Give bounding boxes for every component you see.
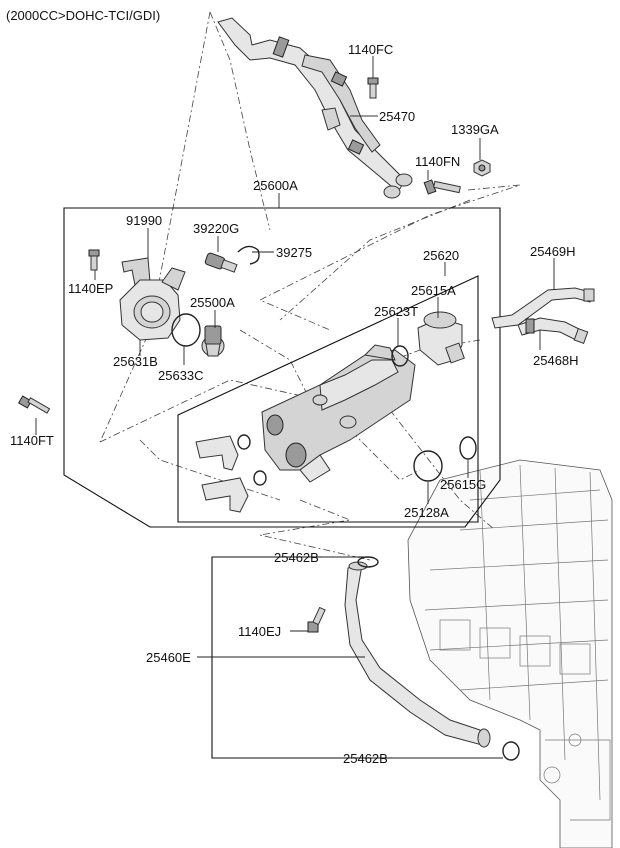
- fitting-25615A: [417, 311, 465, 366]
- thermostat-25500A: [201, 325, 225, 357]
- bolt-1140FN: [423, 179, 461, 195]
- callout-25600A: 25600A: [253, 178, 298, 193]
- callout-25128A: 25128A: [404, 505, 449, 520]
- oring-25462B-top: [357, 556, 379, 568]
- callout-25620: 25620: [423, 248, 459, 263]
- clip-39275: [237, 245, 260, 265]
- callout-25500A: 25500A: [190, 295, 235, 310]
- oring-25623T: [391, 345, 409, 367]
- callout-25470: 25470: [379, 109, 415, 124]
- callout-25615G: 25615G: [440, 477, 486, 492]
- callout-labels: 1140FC 25470 1339GA 1140FN 25600A 91990 …: [10, 42, 579, 766]
- callout-25615A: 25615A: [411, 283, 456, 298]
- callout-25468H: 25468H: [533, 353, 579, 368]
- hose-25469H: [491, 287, 595, 329]
- hose-25468H: [517, 317, 589, 344]
- callout-1140FC: 1140FC: [348, 42, 393, 57]
- callout-39275: 39275: [276, 245, 312, 260]
- callout-1339GA: 1339GA: [451, 122, 499, 137]
- callout-25460E: 25460E: [146, 650, 191, 665]
- callout-25623T: 25623T: [374, 304, 418, 319]
- bolt-1140EP: [88, 249, 100, 271]
- leader-lines: [35, 56, 555, 759]
- thermostat-housing-25631B: [119, 267, 186, 341]
- callout-25631B: 25631B: [113, 354, 158, 369]
- water-pipe-25470: [217, 17, 413, 199]
- callout-25633C: 25633C: [158, 368, 204, 383]
- gasket-25633C: [171, 313, 201, 347]
- sensor-39220G: [204, 252, 238, 273]
- bolt-1140FC: [367, 77, 379, 99]
- callout-1140EJ: 1140EJ: [238, 624, 281, 639]
- bolt-1140EJ: [307, 606, 326, 633]
- callout-1140FN: 1140FN: [415, 154, 460, 169]
- assembly-frame-25620: [177, 275, 479, 523]
- engine-block-outline: [407, 459, 613, 848]
- callout-1140EP: 1140EP: [68, 281, 113, 296]
- assembly-bracket-25462B: [211, 556, 500, 759]
- water-outlet-housing-25620: [261, 344, 416, 483]
- gasket-25615G: [459, 436, 477, 460]
- bolt-1140FT: [17, 395, 51, 414]
- nut-1339GA: [473, 159, 491, 177]
- callout-39220G: 39220G: [193, 221, 239, 236]
- inlet-fittings: [195, 434, 267, 513]
- callout-25462B-bottom: 25462B: [343, 751, 388, 766]
- callout-91990: 91990: [126, 213, 162, 228]
- callout-25469H: 25469H: [530, 244, 576, 259]
- oring-25462B-bottom: [502, 741, 520, 761]
- callout-1140FT: 1140FT: [10, 433, 54, 448]
- gasket-25128A: [413, 450, 443, 482]
- assembly-dash-lines: [99, 11, 521, 561]
- assembly-frame-25600A: [63, 207, 501, 528]
- callout-25462B-top: 25462B: [274, 550, 319, 565]
- engine-spec-header: (2000CC>DOHC-TCI/GDI): [6, 8, 160, 23]
